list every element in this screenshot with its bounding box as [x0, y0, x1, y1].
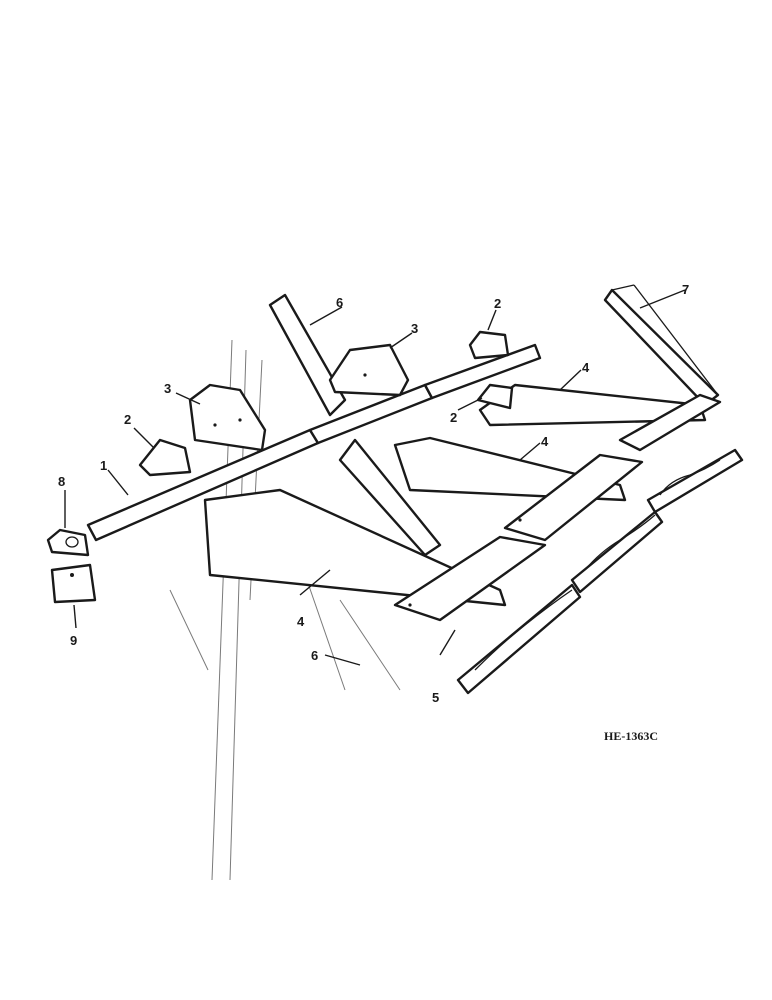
callout-labels: 1 2 3 4 5 6 7 8 9 6 3 2 4 4 2 — [58, 282, 689, 705]
pillow-block-bearing — [46, 528, 90, 557]
callout-3-right: 3 — [411, 321, 418, 336]
callout-leaders — [64, 289, 686, 666]
callout-6: 6 — [311, 648, 318, 663]
callout-8: 8 — [58, 474, 65, 489]
wear-strips — [456, 448, 744, 695]
callout-1: 1 — [100, 458, 107, 473]
mounting-plates — [188, 343, 410, 452]
deflectors — [268, 293, 442, 557]
callout-9: 9 — [70, 633, 77, 648]
callout-3: 3 — [164, 381, 171, 396]
drawing-code: HE-1363C — [604, 729, 658, 743]
frame-channel — [603, 284, 720, 407]
bearing-brackets — [138, 330, 514, 477]
callout-2-top: 2 — [494, 296, 501, 311]
callout-2: 2 — [124, 412, 131, 427]
callout-2-right: 2 — [450, 410, 457, 425]
shaft — [86, 343, 542, 542]
bearing-shim — [50, 563, 97, 604]
support-arms — [203, 383, 722, 622]
callout-4-middle: 4 — [541, 434, 549, 449]
callout-4-top: 4 — [582, 360, 590, 375]
callout-7: 7 — [682, 282, 689, 297]
callout-5: 5 — [432, 690, 439, 705]
callout-4: 4 — [297, 614, 305, 629]
callout-6-top: 6 — [336, 295, 343, 310]
